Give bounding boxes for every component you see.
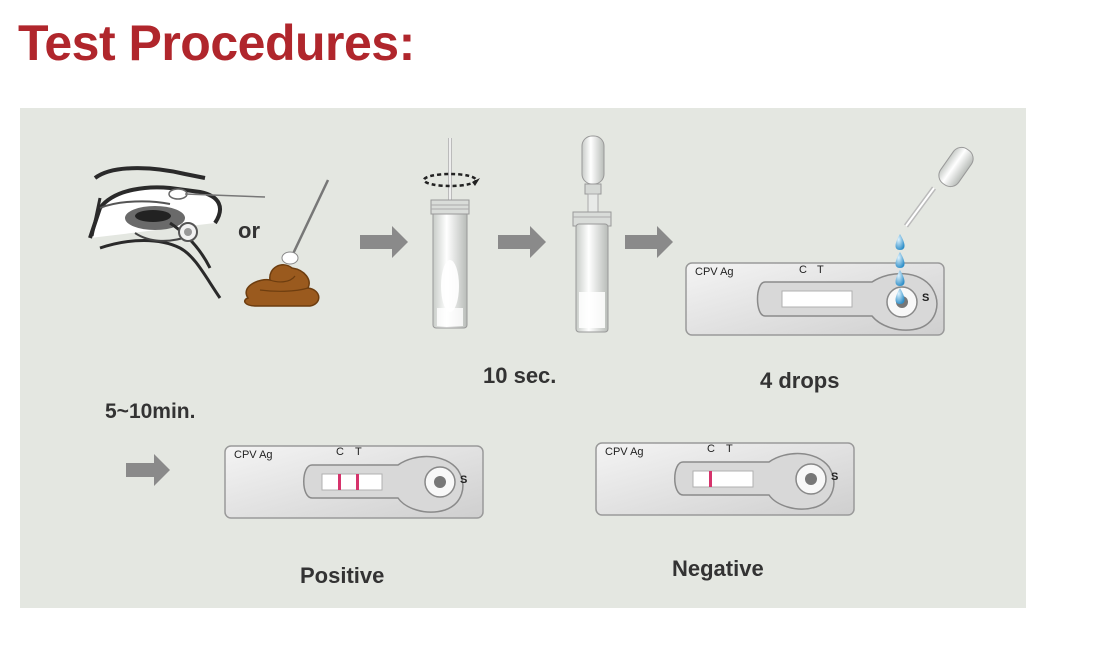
arrow-icon <box>360 226 408 258</box>
test-cassette <box>685 262 945 336</box>
dropper <box>903 146 974 228</box>
stool-sample <box>243 179 330 307</box>
or-label: or <box>238 218 260 243</box>
positive-cassette <box>224 445 484 519</box>
positive-label: Positive <box>300 563 385 588</box>
cassette-name: CPV Ag <box>605 446 644 458</box>
four-drops-label: 4 drops <box>760 368 840 393</box>
test-line-label: T <box>817 264 824 276</box>
procedure-illustration <box>88 135 974 519</box>
arrow-icon <box>126 454 170 486</box>
cassette-name: CPV Ag <box>234 449 273 461</box>
page-title: Test Procedures: <box>18 15 415 71</box>
procedure-panel: or 10 sec. 4 drops 5~10min. Positive Neg… <box>20 108 1026 608</box>
buffer-tube-with-swab <box>422 138 480 329</box>
cassette-name: CPV Ag <box>695 266 734 278</box>
test-line-label: T <box>726 443 733 455</box>
arrow-icon <box>625 226 673 258</box>
control-line-label: C <box>707 443 715 455</box>
ten-seconds-label: 10 sec. <box>483 363 557 388</box>
time-label: 5~10min. <box>105 400 196 423</box>
control-line-label: C <box>799 264 807 276</box>
animal-swab-sampling <box>88 166 266 299</box>
sample-well-label: S <box>831 471 839 483</box>
negative-label: Negative <box>672 556 764 581</box>
sample-well-label: S <box>922 292 930 304</box>
tube-with-dropper-cap <box>572 135 612 333</box>
sample-well-label: S <box>460 474 468 486</box>
control-line-label: C <box>336 446 344 458</box>
arrow-icon <box>498 226 546 258</box>
test-line-label: T <box>355 446 362 458</box>
negative-cassette <box>595 442 855 516</box>
sample-drops <box>895 234 905 304</box>
